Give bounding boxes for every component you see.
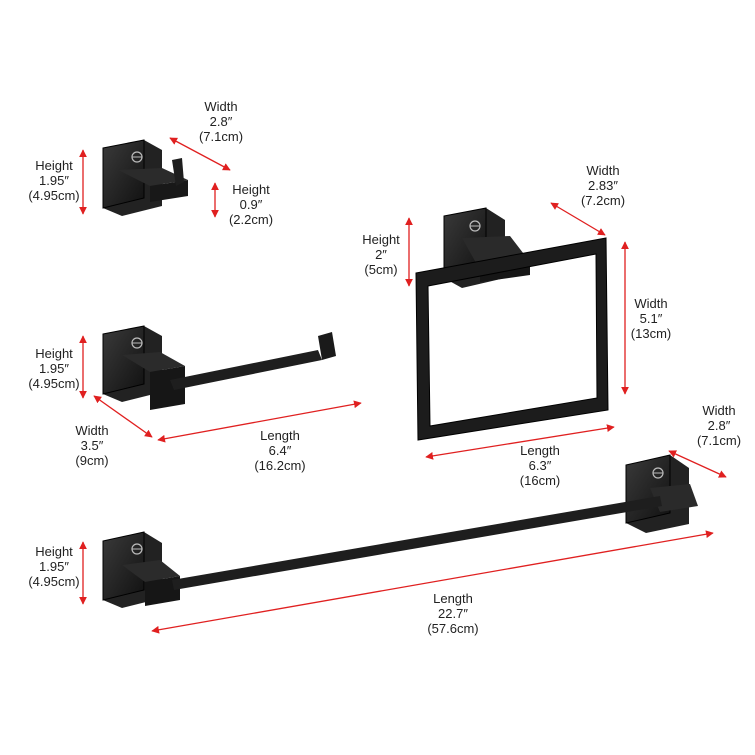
robe-hook-height-label: Height 1.95″ (4.95cm) [28, 158, 80, 203]
towel-bar [102, 454, 698, 608]
toilet-paper-holder [102, 325, 336, 410]
towel-ring-width-label: Width 2.83″ (7.2cm) [580, 163, 626, 208]
towel-ring-length-label: Length 6.3″ (16cm) [519, 443, 561, 488]
towel-ring-height-label: Height 2″ (5cm) [362, 232, 400, 277]
paper-holder-height-label: Height 1.95″ (4.95cm) [28, 346, 80, 391]
paper-holder-width-label: Width 3.5″ (9cm) [75, 423, 109, 468]
towel-bar-width-label: Width 2.8″ (7.1cm) [696, 403, 742, 448]
towel-ring [415, 207, 609, 441]
robe-hook-hook-height-label: Height 0.9″ (2.2cm) [228, 182, 274, 227]
towel-ring-width-arrow [550, 202, 606, 236]
towel-bar-height-label: Height 1.95″ (4.95cm) [28, 544, 80, 589]
towel-bar-width-arrow [668, 450, 727, 478]
paper-holder-length-label: Length 6.4″ (16.2cm) [254, 428, 306, 473]
robe-hook-width-arrow [169, 137, 231, 171]
towel-bar-length-arrow [151, 530, 714, 634]
towel-ring-length-arrow [425, 424, 615, 460]
paper-holder-width-arrow [93, 395, 153, 438]
towel-ring-ring-width-label: Width 5.1″ (13cm) [630, 296, 672, 341]
dimension-arrows [79, 137, 727, 634]
towel-bar-length-label: Length 22.7″ (57.6cm) [427, 591, 479, 636]
paper-holder-length-arrow [157, 400, 362, 443]
robe-hook-width-label: Width 2.8″ (7.1cm) [198, 99, 244, 144]
robe-hook [102, 139, 188, 216]
